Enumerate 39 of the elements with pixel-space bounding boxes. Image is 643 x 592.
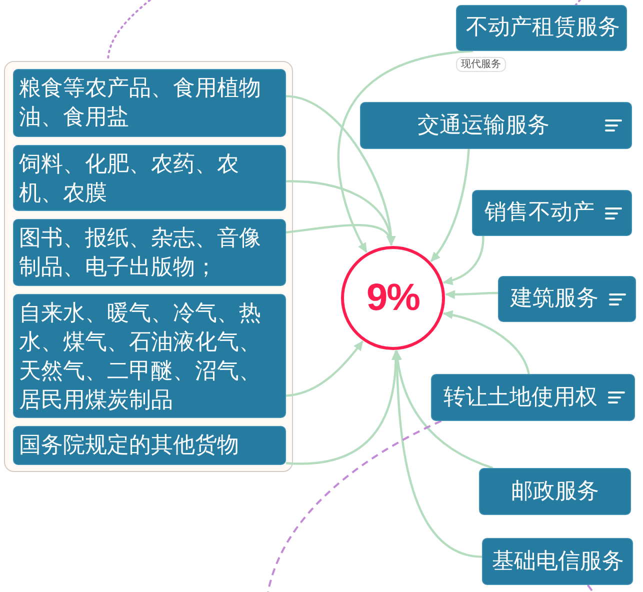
topic-box	[13, 426, 286, 465]
topic-box	[482, 538, 633, 585]
arrow	[337, 50, 474, 253]
topic-text: 基础电信服务	[492, 548, 624, 576]
topic-box	[13, 69, 286, 137]
topic-text: 销售不动产	[484, 199, 596, 227]
arrow	[430, 148, 470, 262]
dashed-line	[267, 420, 442, 592]
arrow	[286, 180, 395, 246]
topic-text: 饲料、化肥、农药、农机、农膜	[19, 151, 240, 208]
topic-box	[479, 468, 631, 515]
topic-box	[498, 276, 636, 322]
arrow	[286, 224, 394, 246]
topic-box	[13, 294, 286, 418]
group-frame	[4, 61, 293, 472]
topic-text: 建筑服务	[509, 285, 600, 313]
arrow	[444, 290, 498, 300]
topic-text: 粮食等农产品、食用植物油、食用盐	[19, 75, 262, 132]
arrow	[442, 236, 484, 285]
topic-box	[13, 145, 286, 211]
rate-text: 9%	[366, 278, 420, 318]
topic-box	[13, 219, 286, 286]
arrow	[286, 340, 364, 397]
topic-text: 自来水、暖气、冷气、热水、煤气、石油液化气、天然气、二甲醚、沼气、居民用煤炭制品	[19, 300, 262, 415]
topic-box	[431, 374, 635, 421]
topic-box	[456, 5, 627, 51]
dashed-line	[586, 584, 594, 592]
topic-box	[360, 102, 632, 149]
topic-text: 不动产租赁服务	[466, 14, 620, 42]
topic-text: 转让土地使用权	[442, 384, 598, 412]
topic-text: 交通运输服务	[416, 112, 550, 140]
topic-box	[472, 190, 632, 236]
topic-text: 邮政服务	[510, 478, 600, 506]
tag-label: 现代服务	[456, 57, 506, 72]
arrow	[442, 310, 530, 374]
dotted-line	[574, 0, 581, 6]
topic-text: 图书、报纸、杂志、音像制品、电子出版物；	[19, 225, 262, 282]
arrow	[286, 95, 396, 246]
topic-text: 国务院规定的其他货物	[19, 432, 240, 460]
